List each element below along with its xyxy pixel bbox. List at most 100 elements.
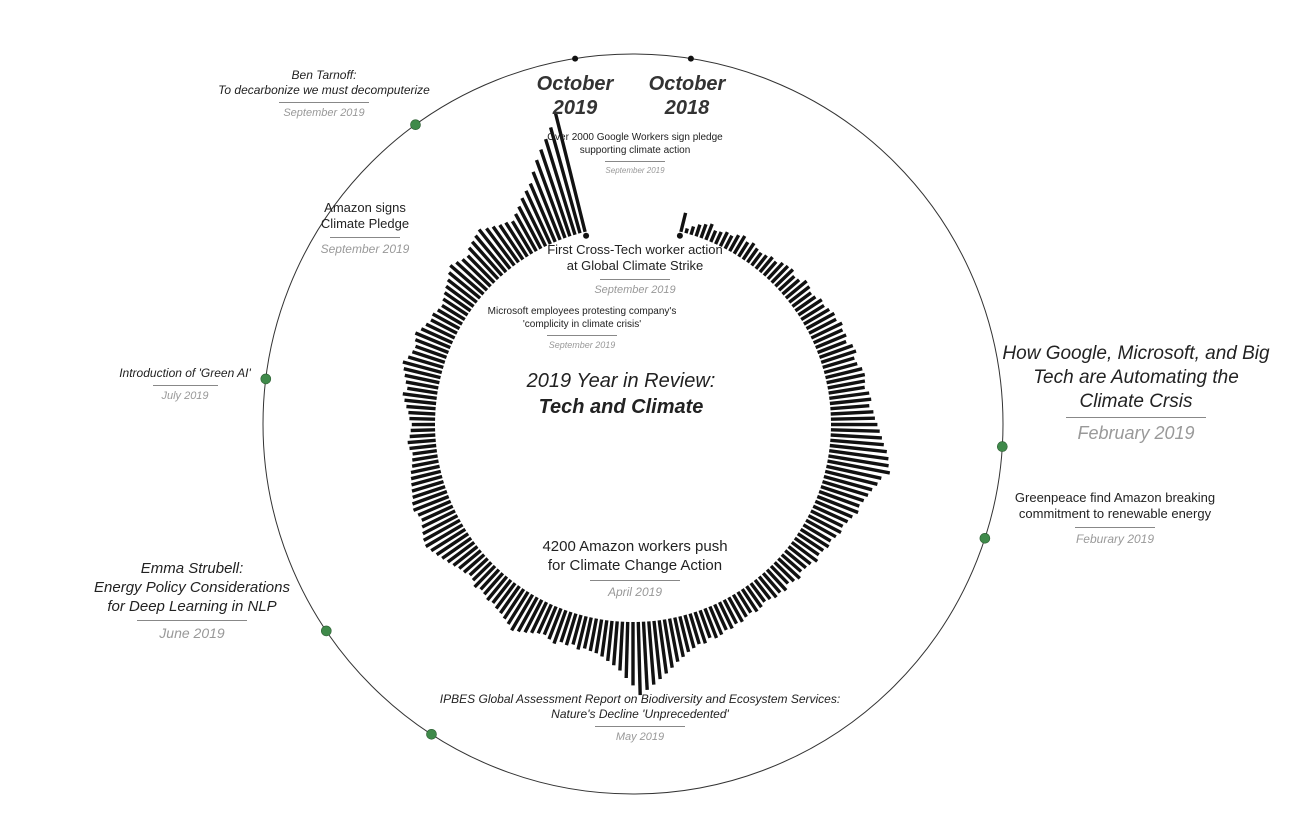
event-title: Emma Strubell: [140, 560, 244, 577]
activity-bar [728, 234, 741, 253]
activity-bar [408, 410, 436, 416]
activity-bar [409, 416, 436, 421]
activity-bar [410, 428, 436, 433]
activity-bar [823, 361, 858, 375]
activity-bar [652, 620, 662, 680]
activity-bar [814, 499, 853, 519]
activity-bar [740, 588, 759, 613]
event-title: IPBES Global Assessment Report on Biodiv… [439, 692, 841, 706]
event-title: How Google, Microsoft, and Big [1002, 343, 1270, 364]
activity-bar [796, 532, 825, 553]
activity-bar [471, 561, 493, 582]
activity-bar [412, 494, 450, 512]
event-label-ipbes: IPBES Global Assessment Report on Biodiv… [410, 692, 870, 745]
activity-bar [641, 621, 649, 690]
activity-bar [684, 228, 689, 234]
activity-bar [815, 333, 847, 350]
event-date: February 2019 [1077, 423, 1195, 444]
activity-bar [800, 303, 825, 322]
activity-bar [808, 317, 837, 335]
activity-bar [703, 607, 719, 639]
activity-bar [718, 231, 729, 248]
activity-bar [483, 572, 505, 596]
activity-bar [491, 578, 513, 604]
event-title: Introduction of 'Green AI' [119, 366, 251, 380]
activity-bar [548, 126, 582, 234]
month-label-end: October 2019 [530, 72, 620, 120]
activity-bar [758, 256, 774, 274]
event-title-2: at Global Climate Strike [566, 258, 704, 274]
activity-bar [667, 618, 680, 663]
activity-bar [762, 260, 778, 277]
activity-bar [810, 509, 844, 528]
activity-bar [430, 527, 467, 553]
activity-bar [425, 322, 456, 340]
activity-bar [823, 474, 873, 492]
event-label-microsoft: Microsoft employees protesting company's… [452, 306, 712, 351]
activity-bar [571, 614, 583, 645]
activity-bar [530, 601, 549, 634]
activity-bar [404, 398, 437, 406]
title-line-1: 2019 Year in Review: [526, 370, 716, 392]
activity-bar [830, 404, 870, 411]
activity-bar [498, 224, 525, 261]
month-end-year: 2019 [552, 97, 598, 119]
event-label-green-ai: Introduction of 'Green AI' July 2019 [105, 366, 265, 404]
activity-bar [822, 479, 869, 498]
activity-bar [417, 499, 452, 517]
activity-bar [678, 615, 691, 653]
activity-bar [657, 620, 669, 674]
activity-bar [673, 617, 685, 658]
event-label-greenpeace: Greenpeace find Amazon breaking commitme… [1000, 490, 1230, 547]
activity-bar [588, 618, 599, 652]
activity-bar [780, 553, 803, 573]
activity-bar [517, 205, 543, 250]
activity-bar [446, 540, 476, 564]
activity-bar [753, 578, 772, 601]
activity-bar [749, 582, 767, 603]
activity-bar [442, 297, 469, 317]
event-label-google-pledge: Over 2000 Google Workers sign pledge sup… [520, 132, 750, 176]
activity-bar [491, 225, 520, 264]
event-title: 4200 Amazon workers push [542, 538, 728, 555]
activity-bar [736, 591, 753, 614]
activity-bar [773, 561, 796, 583]
title-line-2: Tech and Climate [538, 396, 704, 418]
activity-bar [594, 619, 604, 654]
event-label-amazon-pledge: Amazon signs Climate Pledge September 20… [320, 200, 410, 257]
inner-end-dot [583, 232, 590, 239]
activity-bar [689, 226, 696, 236]
event-title-2: supporting climate action [579, 144, 691, 156]
activity-bar [414, 331, 451, 350]
activity-bar [774, 268, 795, 288]
activity-bar [784, 279, 808, 300]
activity-bar [818, 489, 860, 508]
activity-bar [732, 235, 747, 255]
activity-bar [746, 247, 759, 264]
event-date: September 2019 [283, 107, 365, 119]
activity-bar [446, 278, 478, 304]
activity-bar [412, 454, 438, 462]
activity-bar [600, 620, 609, 657]
activity-bar [559, 611, 573, 643]
activity-bar [435, 532, 470, 557]
activity-bar [794, 295, 817, 313]
activity-bar [825, 367, 863, 380]
activity-bar [441, 536, 473, 560]
activity-bar [745, 585, 763, 609]
activity-bar [543, 138, 577, 236]
activity-bar [737, 241, 750, 258]
activity-bar [461, 258, 492, 288]
activity-bar [791, 291, 813, 308]
activity-bar [830, 433, 882, 440]
activity-bar [403, 367, 441, 380]
activity-bar [788, 285, 811, 304]
activity-bar [828, 385, 865, 395]
event-title: Over 2000 Google Workers sign pledge [547, 132, 723, 143]
activity-bar [485, 227, 516, 267]
event-date: September 2019 [548, 340, 616, 350]
activity-bar [405, 380, 439, 390]
activity-bar [790, 540, 819, 563]
event-date: Feburary 2019 [1075, 531, 1155, 546]
activity-bar [502, 588, 526, 620]
